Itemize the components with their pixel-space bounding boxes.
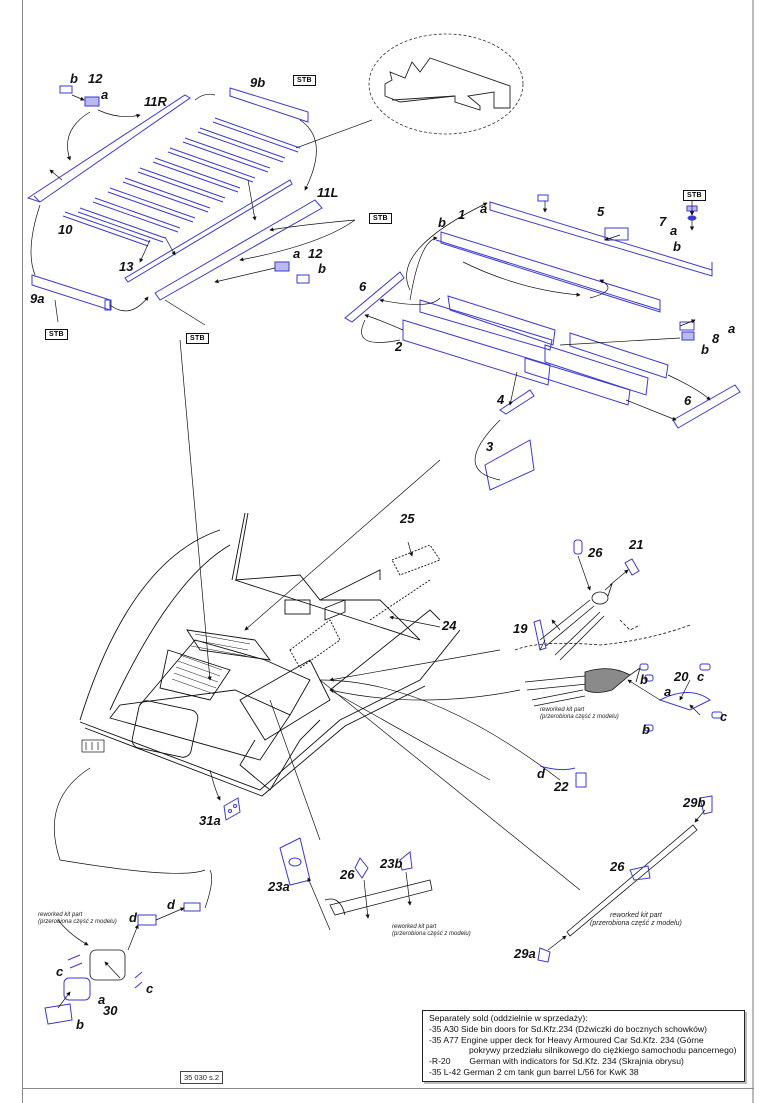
label-12-bottom: 12 bbox=[308, 246, 323, 261]
label-23a: 23a bbox=[268, 879, 290, 894]
label-2: 2 bbox=[395, 339, 403, 354]
legend-item-continuation: pokrywy przedziału silnikowego do ciężki… bbox=[469, 1045, 737, 1056]
label-11L: 11L bbox=[317, 185, 339, 200]
legend-item-text: German with indicators for Sd.Kfz. 234 (… bbox=[469, 1056, 684, 1067]
label-31a: 31a bbox=[199, 813, 221, 828]
legend-item-code: -35 L-42 bbox=[429, 1066, 462, 1077]
label-30a: a bbox=[98, 992, 106, 1007]
stb-tag: STB bbox=[369, 213, 392, 224]
label-20: 20 bbox=[674, 669, 689, 684]
wire-cutter-assembly bbox=[514, 582, 691, 707]
legend-title: Separately sold (oddzielnie w sprzedaży)… bbox=[429, 1013, 588, 1023]
hull-leader-lines bbox=[53, 339, 581, 891]
label-29b: 29b bbox=[683, 795, 706, 810]
legend-item-text: Side bin doors for Sd.Kfz.234 (Dźwiczki … bbox=[461, 1023, 707, 1034]
side-bin-assembly bbox=[344, 194, 741, 491]
page-border-left bbox=[22, 0, 23, 1103]
reworked-note-rod: reworked kit part (przerobiona część z m… bbox=[590, 912, 682, 927]
label-6-right: 6 bbox=[684, 393, 692, 408]
label-8a: a bbox=[728, 321, 736, 336]
label-30d-right: d bbox=[167, 897, 175, 912]
label-30: 30 bbox=[103, 1003, 118, 1018]
side-bin-leader-lines bbox=[361, 197, 711, 481]
label-20a: a bbox=[664, 684, 672, 699]
label-30c-left: c bbox=[56, 964, 64, 979]
label-6-left: 6 bbox=[359, 279, 367, 294]
legend-item: -35 L-42 German 2 cm tank gun barrel L/5… bbox=[429, 1067, 738, 1078]
page-border-right bbox=[752, 0, 754, 1103]
label-26-cutter: 26 bbox=[588, 545, 603, 560]
stb-tag: STB bbox=[45, 329, 68, 340]
label-30b: b bbox=[76, 1017, 84, 1032]
legend-item-code: -35 A77 bbox=[429, 1034, 459, 1045]
lamp-part bbox=[81, 739, 105, 753]
label-8: 8 bbox=[712, 331, 720, 346]
label-12a-bottom: a bbox=[293, 246, 301, 261]
label-3: 3 bbox=[486, 439, 494, 454]
legend-item: -35 A30 Side bin doors for Sd.Kfz.234 (D… bbox=[429, 1024, 738, 1035]
reworked-note-barrel: reworked kit part (przerobiona część z m… bbox=[392, 924, 471, 937]
legend-item-text: German 2 cm tank gun barrel L/56 for KwK… bbox=[463, 1066, 639, 1077]
label-26-barrel: 26 bbox=[340, 867, 355, 882]
reworked-note-cutter: reworked kit part (przerobiona część z m… bbox=[540, 707, 619, 720]
label-1: 1 bbox=[458, 207, 466, 222]
label-22: 22 bbox=[554, 779, 569, 794]
label-30d-left: d bbox=[129, 910, 137, 925]
label-10: 10 bbox=[58, 222, 73, 237]
label-7a: a bbox=[670, 223, 678, 238]
legend-item: -R-20 German with indicators for Sd.Kfz.… bbox=[429, 1056, 738, 1067]
rod-assembly bbox=[537, 795, 713, 963]
label-4: 4 bbox=[497, 392, 505, 407]
label-24: 24 bbox=[442, 618, 457, 633]
stb-tag: STB bbox=[186, 333, 209, 344]
legend-item-code: -35 A30 bbox=[429, 1023, 459, 1034]
label-29a: 29a bbox=[514, 946, 536, 961]
separately-sold-legend: Separately sold (oddzielnie w sprzedaży)… bbox=[422, 1010, 745, 1082]
label-19: 19 bbox=[513, 621, 528, 636]
label-1b: b bbox=[438, 215, 446, 230]
detail-magnifier bbox=[295, 33, 524, 149]
label-20c-top: c bbox=[697, 669, 705, 684]
label-8b: b bbox=[701, 342, 709, 357]
label-26-rod: 26 bbox=[610, 859, 625, 874]
label-13: 13 bbox=[119, 259, 134, 274]
label-9b: 9b bbox=[250, 75, 266, 90]
label-12-top: 12 bbox=[88, 71, 103, 86]
label-7b: b bbox=[673, 239, 681, 254]
page-number: 35 030 s.2 bbox=[180, 1071, 224, 1084]
label-21: 21 bbox=[629, 537, 644, 552]
label-12b: b bbox=[70, 71, 78, 86]
legend-item-text: Engine upper deck for Heavy Armoured Car… bbox=[461, 1034, 704, 1045]
label-9a: 9a bbox=[30, 291, 45, 306]
label-11R: 11R bbox=[144, 94, 167, 109]
cutter-parts-blue bbox=[533, 539, 723, 788]
cutter-leader-lines bbox=[539, 555, 701, 716]
label-20b-top: b bbox=[640, 672, 648, 687]
stb-tag: STB bbox=[683, 190, 706, 201]
label-7: 7 bbox=[659, 214, 667, 229]
label-20c-bottom: c bbox=[720, 709, 728, 724]
label-12a: a bbox=[101, 87, 109, 102]
page-border-bottom bbox=[22, 1088, 754, 1089]
label-20b-bottom: b bbox=[642, 722, 650, 737]
legend-item: -35 A77 Engine upper deck for Heavy Armo… bbox=[429, 1035, 738, 1046]
label-23b: 23b bbox=[380, 856, 403, 871]
label-22d: d bbox=[537, 766, 545, 781]
grille-assembly bbox=[26, 85, 323, 311]
barrel-assembly bbox=[279, 837, 433, 931]
part-31a bbox=[223, 797, 241, 821]
label-12b-bottom: b bbox=[318, 261, 326, 276]
label-30c-right: c bbox=[146, 981, 154, 996]
hull-drawing bbox=[79, 512, 461, 797]
grille-leader-lines bbox=[30, 93, 356, 326]
light-assembly bbox=[44, 869, 212, 1025]
reworked-note-light: reworked kit part (przerobiona część z m… bbox=[38, 912, 117, 925]
label-25: 25 bbox=[400, 511, 415, 526]
stb-tag: STB bbox=[293, 75, 316, 86]
label-1a: a bbox=[480, 201, 488, 216]
legend-item-code: -R-20 bbox=[429, 1056, 451, 1067]
label-5: 5 bbox=[597, 204, 605, 219]
